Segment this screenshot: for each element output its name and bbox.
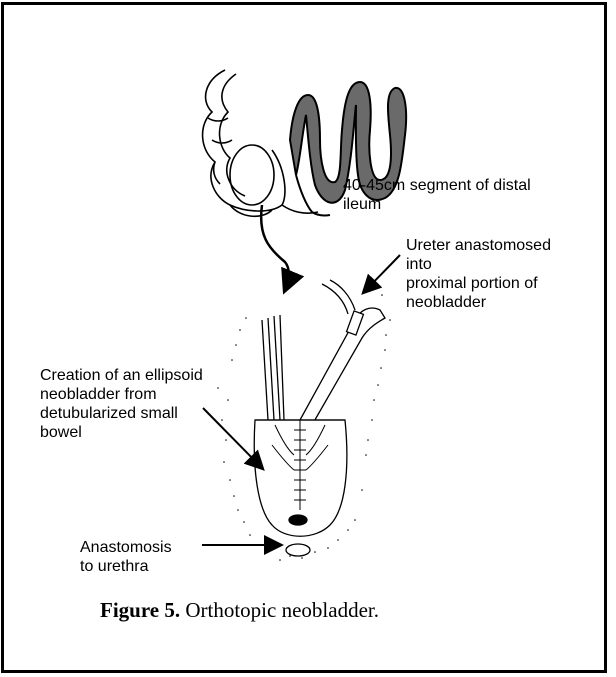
caption-text: Orthotopic neobladder.: [180, 598, 379, 622]
label-anastomosis-urethra: Anastomosis to urethra: [80, 538, 172, 576]
figure-caption: Figure 5. Orthotopic neobladder.: [100, 598, 379, 623]
ureter-pointer-arrow: [364, 255, 400, 292]
neobladder-pointer-arrow: [203, 408, 262, 468]
neobladder-drawing: [217, 280, 391, 561]
label-neobladder-creation: Creation of an ellipsoid neobladder from…: [40, 366, 203, 442]
label-ileum-segment: 40-45cm segment of distal ileum: [343, 176, 531, 214]
label-ureter-anastomosed: Ureter anastomosed into proximal portion…: [406, 236, 551, 312]
transition-arrow: [261, 205, 289, 290]
caption-label: Figure 5.: [100, 598, 180, 622]
